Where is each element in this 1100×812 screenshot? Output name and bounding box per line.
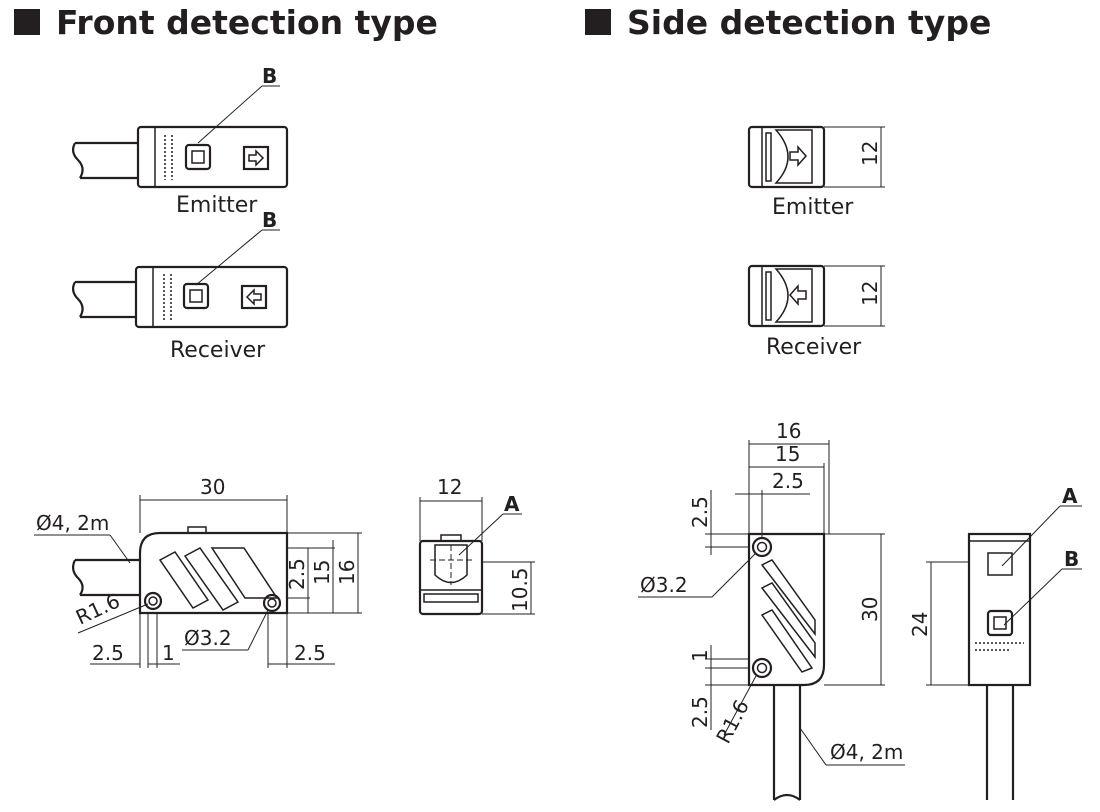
- square-bullet-icon: [585, 9, 611, 35]
- front-dim-gap-1: 1: [162, 641, 175, 665]
- front-emitter-view: B Emitter: [71, 64, 289, 218]
- side-callout-a: A: [1062, 484, 1078, 508]
- front-end-dim-12: 12: [437, 475, 462, 499]
- side-dim-cable: Ø4, 2m: [830, 740, 903, 764]
- front-emitter-label: Emitter: [176, 193, 258, 218]
- side-dim-15: 15: [775, 442, 800, 466]
- front-dim-offset-left: 2.5: [92, 641, 124, 665]
- front-dimension-view: 30 Ø4, 2m R1.6 2.5 1 2.5 Ø3.2 2.5 15: [34, 475, 362, 668]
- side-dimension-view: 16 15 2.5 2.5 Ø3.2 30 1 2.5 R1.6 Ø4, 2m: [638, 419, 905, 801]
- side-receiver-dim-12: 12: [858, 281, 882, 306]
- front-dim-15: 15: [310, 560, 334, 585]
- front-end-dim-105: 10.5: [508, 567, 532, 612]
- side-dim-hole: Ø3.2: [640, 573, 688, 597]
- side-dim-top-25: 2.5: [688, 496, 712, 528]
- front-dim-30: 30: [200, 475, 225, 499]
- side-dim-w25: 2.5: [772, 469, 804, 493]
- side-edge-dim-24: 24: [908, 612, 932, 637]
- indicator-window: [184, 143, 212, 171]
- front-callout-b2: B: [262, 208, 277, 232]
- side-dim-radius: R1.6: [711, 696, 754, 748]
- front-receiver-view: B Receiver: [71, 208, 289, 363]
- front-dim-16: 16: [335, 560, 359, 585]
- receiver-arrow-icon: [788, 284, 807, 306]
- front-dim-cable: Ø4, 2m: [36, 511, 109, 535]
- side-detection-heading: Side detection type: [585, 0, 991, 44]
- label-print-marks: [164, 135, 173, 180]
- side-dim-bottom-25: 2.5: [688, 696, 712, 728]
- front-dim-hole: Ø3.2: [184, 626, 232, 650]
- front-heading-text: Front detection type: [56, 2, 438, 42]
- front-callout-b1: B: [262, 64, 277, 88]
- receiver-arrow-icon: [240, 284, 268, 310]
- side-emitter-label: Emitter: [772, 195, 854, 220]
- front-end-view: 12 A 10.5: [418, 475, 535, 616]
- front-callout-a: A: [504, 492, 520, 516]
- side-heading-text: Side detection type: [627, 2, 992, 42]
- side-receiver-view: 12 Receiver: [747, 264, 885, 360]
- side-receiver-label: Receiver: [766, 335, 862, 360]
- emitter-arrow-icon: [789, 145, 808, 167]
- front-dim-offset-right: 2.5: [294, 641, 326, 665]
- side-edge-view: A B 24: [908, 484, 1082, 800]
- side-dim-16: 16: [776, 419, 801, 443]
- side-dim-30: 30: [858, 597, 882, 622]
- side-emitter-view: 12 Emitter: [747, 125, 885, 220]
- emitter-arrow-icon: [242, 145, 270, 171]
- side-callout-b: B: [1064, 547, 1079, 571]
- square-bullet-icon: [14, 9, 40, 35]
- front-receiver-label: Receiver: [170, 338, 266, 363]
- side-emitter-dim-12: 12: [858, 141, 882, 166]
- front-dim-hole-h: 2.5: [285, 558, 309, 590]
- side-dim-gap-1: 1: [688, 649, 712, 662]
- front-detection-heading: Front detection type: [14, 0, 438, 44]
